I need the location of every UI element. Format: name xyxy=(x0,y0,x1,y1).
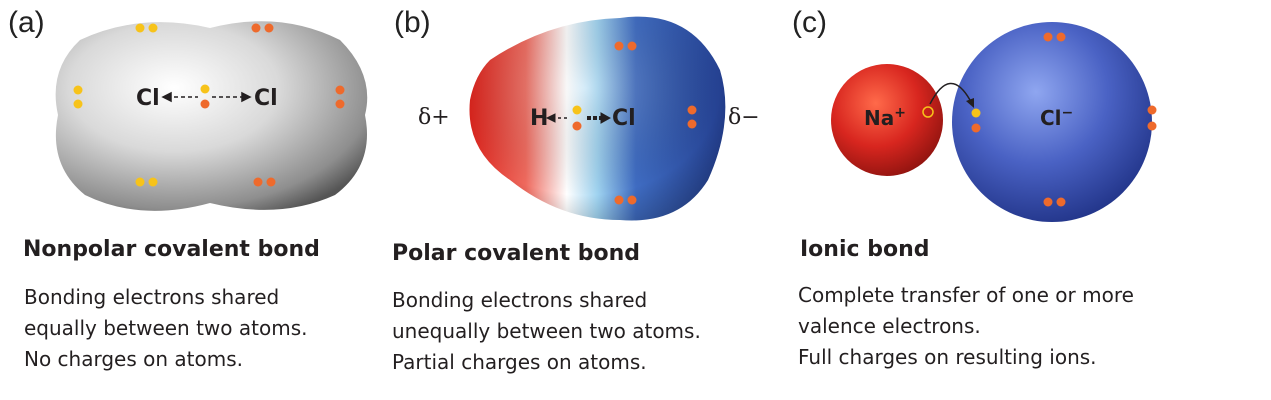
atom-label-cl: Cl xyxy=(612,106,636,131)
atom-label-h: H xyxy=(530,106,548,131)
shared-electron-arrows xyxy=(545,112,612,124)
electron-dots xyxy=(73,23,345,187)
panel-label: (b) xyxy=(394,6,431,39)
atom-label-cl-left: Cl xyxy=(136,86,160,111)
bond-title: Polar covalent bond xyxy=(392,241,641,266)
description-line: equally between two atoms. xyxy=(24,316,308,340)
electron-transfer-arrow xyxy=(929,82,971,105)
shared-electron-arrows xyxy=(161,91,252,103)
chloride-label: Cl− xyxy=(1040,105,1073,130)
panel-ionic: Na+ Cl− (c) Ionic bond Complete transfer… xyxy=(790,0,1271,400)
ionic-diagram: Na+ Cl− xyxy=(831,22,1157,222)
description-line: Complete transfer of one or more xyxy=(798,283,1134,307)
description-line: Bonding electrons shared xyxy=(392,288,648,312)
description-line: Bonding electrons shared xyxy=(24,285,280,309)
atom-label-cl-right: Cl xyxy=(254,86,278,111)
bond-description: Bonding electrons shared unequally betwe… xyxy=(392,285,701,378)
chloride-ion-sphere xyxy=(952,22,1152,222)
description-line: valence electrons. xyxy=(798,314,981,338)
panel-label: (c) xyxy=(792,6,827,39)
panel-nonpolar: Cl Cl (a) Nonpolar covalent bond Bonding… xyxy=(0,0,390,400)
nonpolar-molecule-diagram: Cl Cl xyxy=(55,21,368,211)
description-line: Partial charges on atoms. xyxy=(392,350,647,374)
electron-cloud-gray xyxy=(55,21,368,211)
partial-positive-label: δ+ xyxy=(418,105,450,130)
description-line: unequally between two atoms. xyxy=(392,319,701,343)
panel-label: (a) xyxy=(8,6,45,39)
partial-negative-label: δ− xyxy=(728,105,760,130)
bond-description: Complete transfer of one or more valence… xyxy=(798,280,1134,373)
bond-title: Ionic bond xyxy=(800,237,930,262)
vacated-electron-marker xyxy=(922,106,934,118)
panel-polar: H Cl δ+ δ− (b) Polar covalent bond Bondi… xyxy=(390,0,790,400)
sodium-ion-sphere xyxy=(831,64,943,176)
description-line: No charges on atoms. xyxy=(24,347,243,371)
bond-description: Bonding electrons shared equally between… xyxy=(24,282,307,375)
bond-title: Nonpolar covalent bond xyxy=(23,237,320,262)
description-line: Full charges on resulting ions. xyxy=(798,345,1097,369)
electron-dots xyxy=(971,32,1157,207)
polar-molecule-diagram: H Cl δ+ δ− xyxy=(418,16,760,221)
sodium-label: Na+ xyxy=(864,105,906,130)
electron-dots xyxy=(572,41,697,205)
